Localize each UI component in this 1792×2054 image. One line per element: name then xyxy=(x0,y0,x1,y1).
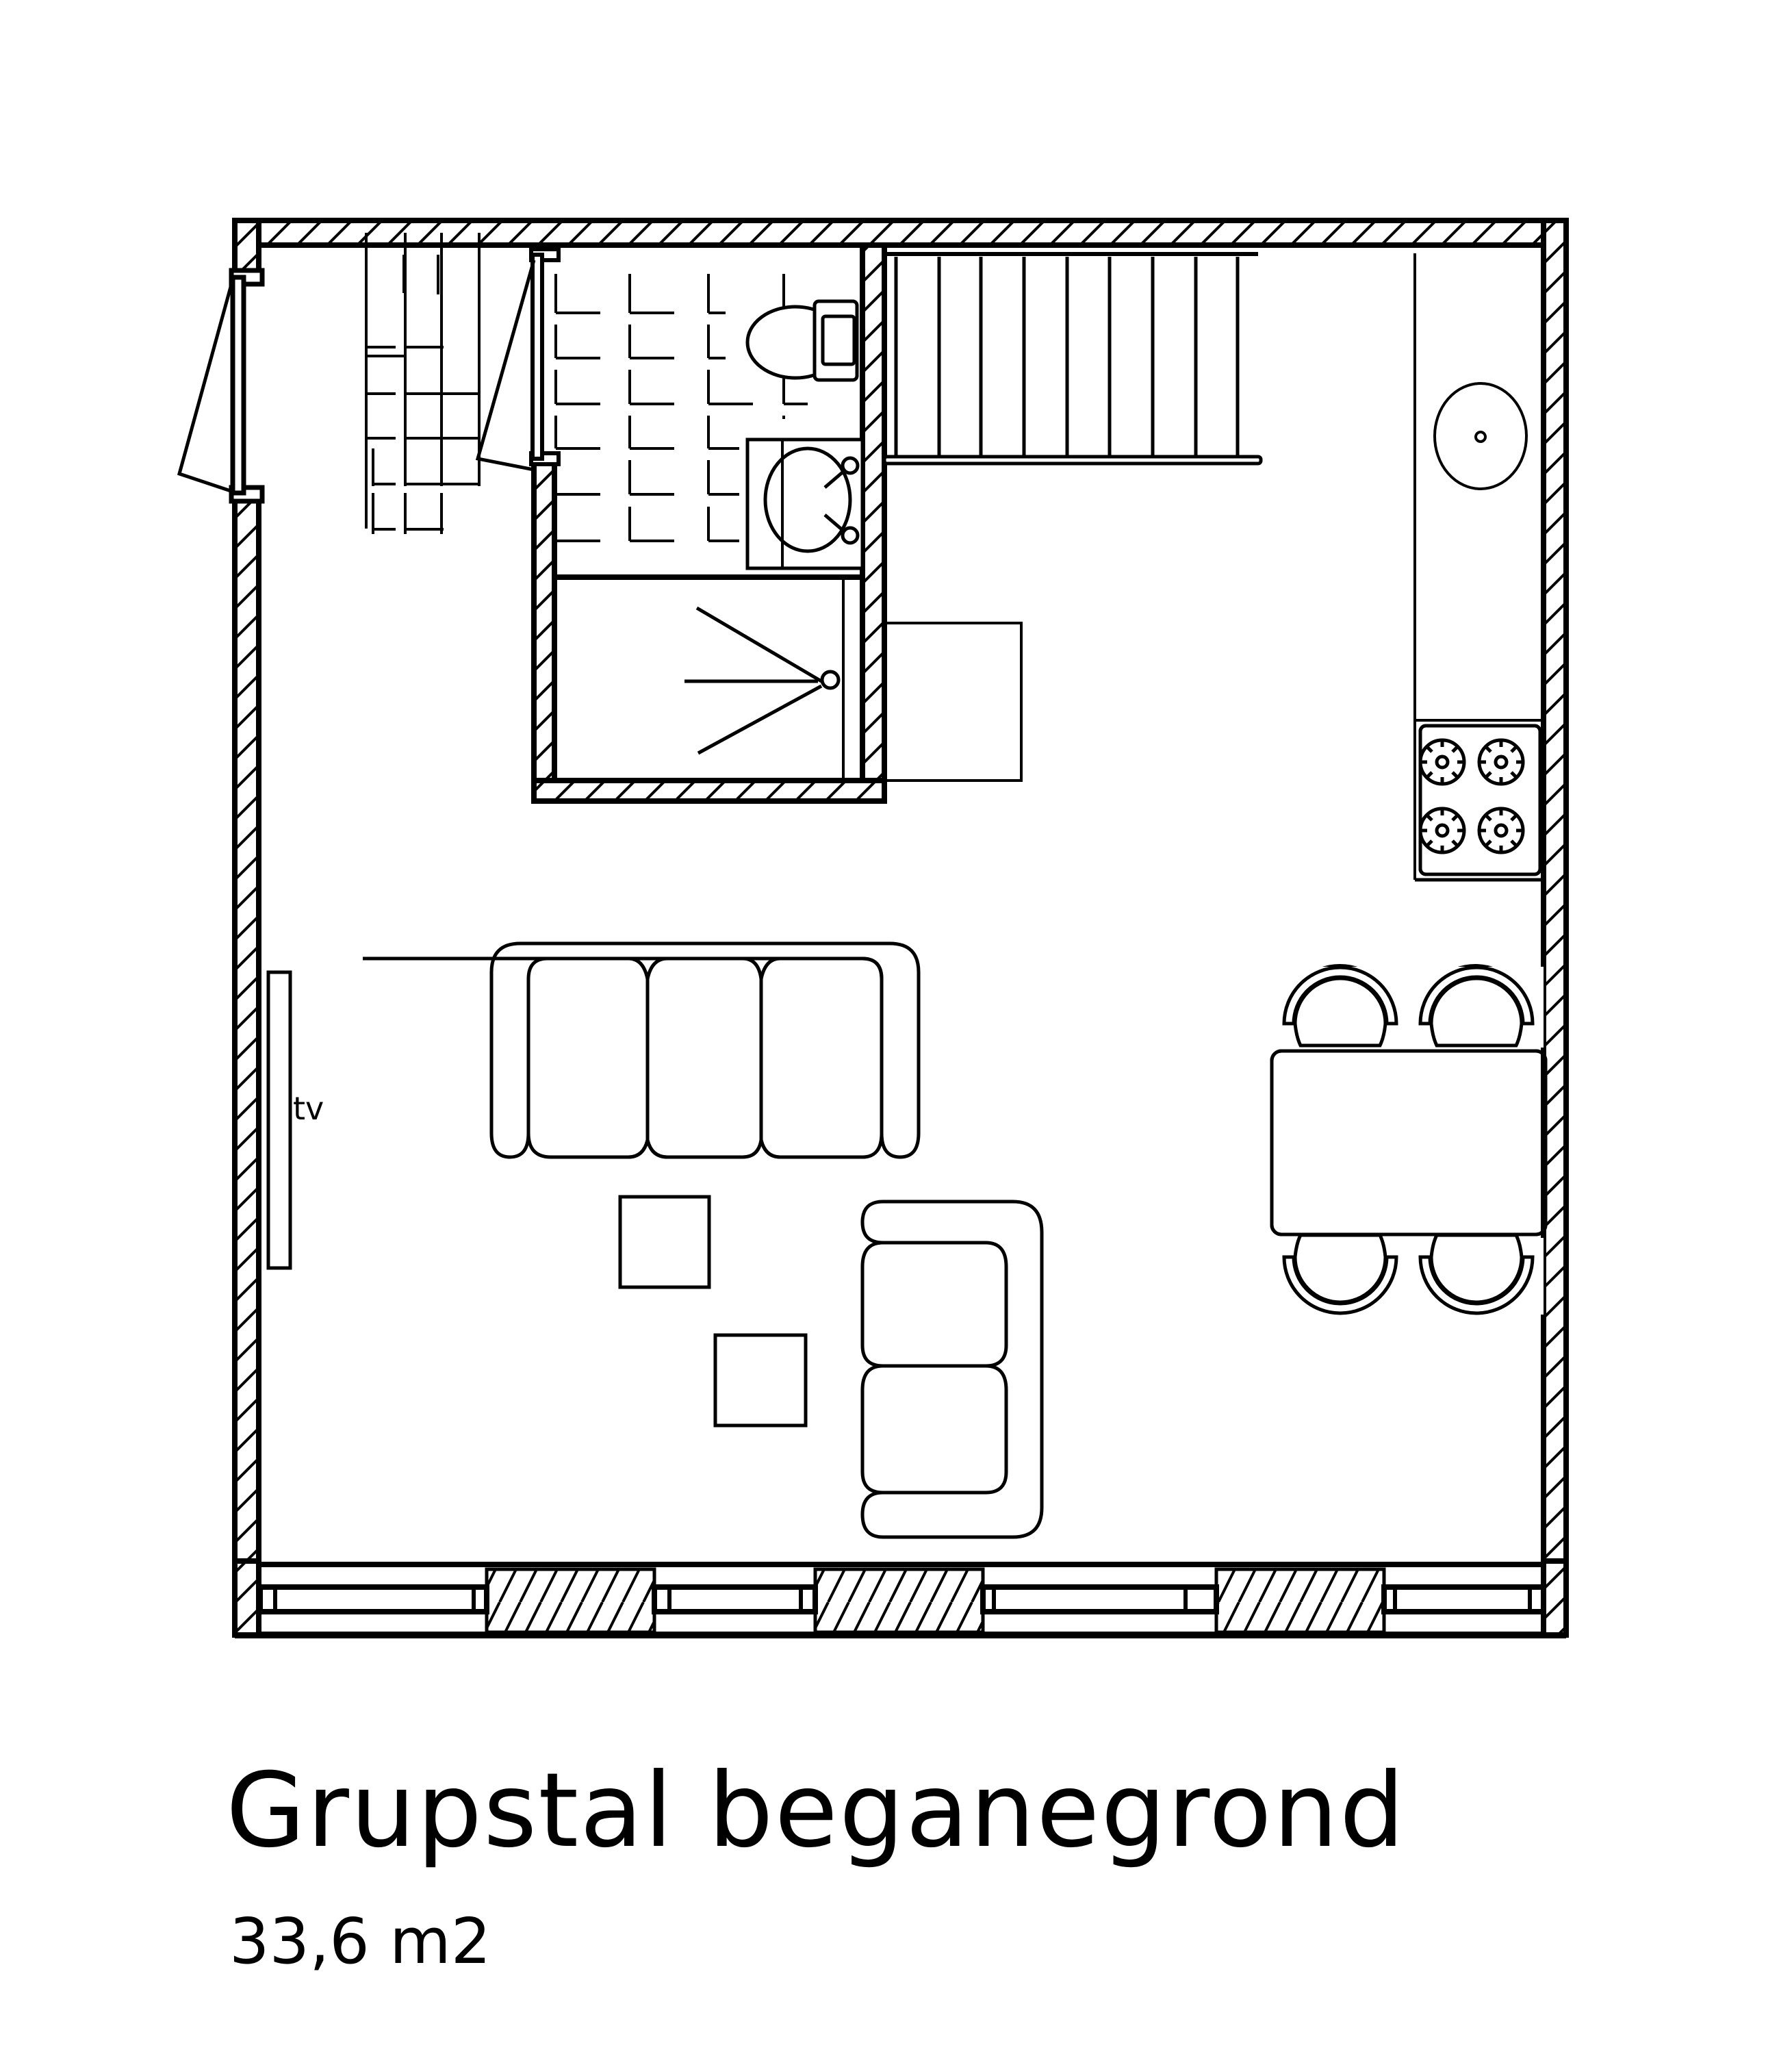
hob-burners xyxy=(1418,738,1525,854)
wall-left-lower xyxy=(232,490,261,1638)
bathroom xyxy=(365,233,549,534)
cabinet xyxy=(883,622,1023,782)
bathroom-tile-grid xyxy=(554,274,808,542)
two-seat-sofa xyxy=(860,1200,1044,1539)
toilet-icon xyxy=(745,299,859,382)
wall-top xyxy=(232,218,1569,248)
tv-unit xyxy=(266,970,292,1270)
washbasin-icon xyxy=(745,438,865,570)
window-icon xyxy=(980,1584,1219,1614)
kitchen-sink-icon xyxy=(1433,382,1528,490)
bathroom-tiles xyxy=(365,255,549,534)
plan-title: Grupstal beganegrond xyxy=(226,1751,1407,1871)
wall-right xyxy=(1541,218,1569,1638)
outer-walls xyxy=(232,218,1569,1638)
side-table xyxy=(713,1333,808,1428)
window-icon xyxy=(1381,1584,1546,1614)
side-table xyxy=(618,1195,711,1289)
bathroom-walls xyxy=(531,242,887,804)
three-seat-sofa xyxy=(363,941,921,1159)
bathroom-door[interactable] xyxy=(475,247,561,472)
window-icon xyxy=(652,1584,818,1614)
tv-label: tv xyxy=(293,1090,324,1127)
window-icon xyxy=(257,1584,489,1614)
tile-grid xyxy=(365,233,549,452)
entrance-door[interactable] xyxy=(177,268,265,504)
chair-icon xyxy=(1418,965,1535,1048)
plan-area: 33,6 m2 xyxy=(229,1905,491,1978)
kitchen-counter xyxy=(1413,253,1544,882)
chair-icon xyxy=(1282,965,1398,1048)
wall-left-upper xyxy=(232,218,261,277)
dining-table xyxy=(1270,1049,1548,1237)
staircase xyxy=(882,252,1263,466)
shower-icon xyxy=(556,574,864,781)
